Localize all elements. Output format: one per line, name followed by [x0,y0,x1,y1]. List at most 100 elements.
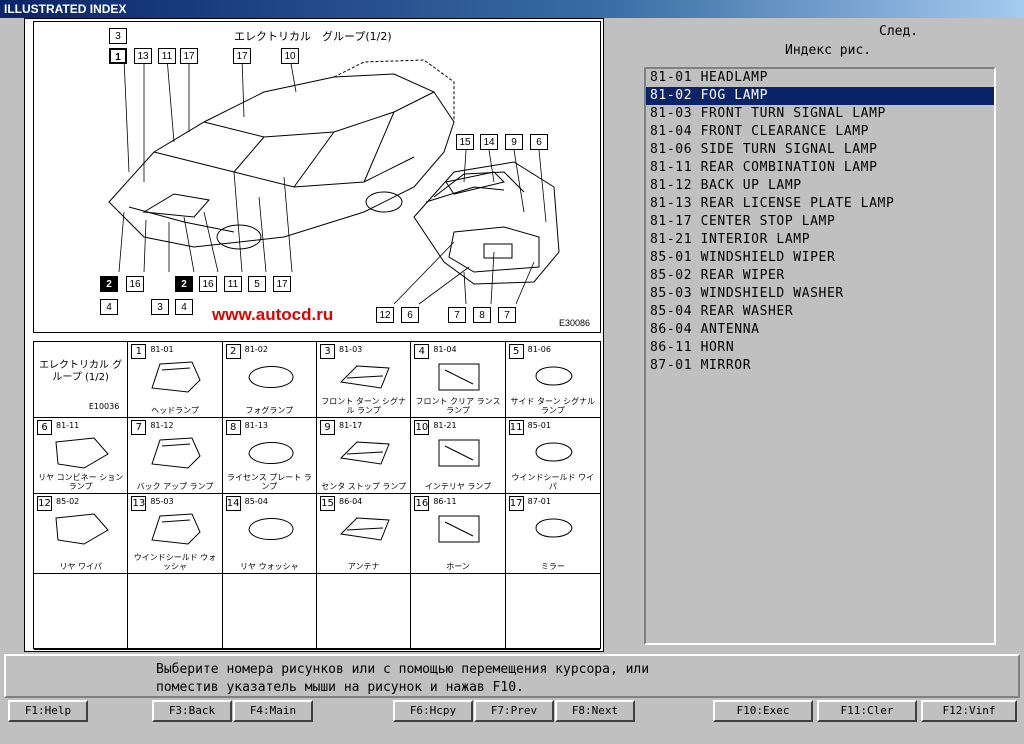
index-list-item[interactable]: 81-04 FRONT CLEARANCE LAMP [646,123,994,141]
callout-tag[interactable]: 7 [498,307,516,323]
part-ref: 85-02 [56,497,80,506]
index-list-item[interactable]: 81-11 REAR COMBINATION LAMP [646,159,994,177]
index-list-item[interactable]: 81-17 CENTER STOP LAMP [646,213,994,231]
index-list-item[interactable]: 86-11 HORN [646,339,994,357]
callout-tag[interactable]: 16 [126,276,144,292]
f6-hardcopy-button[interactable]: F6:Hcpy [393,700,473,722]
index-list-item[interactable]: 81-01 HEADLAMP [646,69,994,87]
part-sketch [55,437,109,469]
part-ref: 81-12 [150,421,174,430]
item-spacer [692,286,700,301]
callout-tag[interactable]: 6 [530,134,548,150]
callout-tag[interactable]: 10 [281,48,299,64]
item-code: 85-02 [650,268,693,283]
part-sketch [151,513,201,545]
f3-back-button[interactable]: F3:Back [152,700,232,722]
callout-tag[interactable]: 5 [248,276,266,292]
item-spacer [692,214,700,229]
callout-tag[interactable]: 13 [134,48,152,64]
index-list-item[interactable]: 85-04 REAR WASHER [646,303,994,321]
index-list-item[interactable]: 86-04 ANTENNA [646,321,994,339]
callout-tag[interactable]: 15 [456,134,474,150]
callout-tag[interactable]: 16 [199,276,217,292]
callout-tag[interactable]: 4 [175,299,193,315]
part-sketch [248,365,294,389]
callout-tag[interactable]: 14 [480,134,498,150]
f7-prev-button[interactable]: F7:Prev [474,700,554,722]
item-code: 85-04 [650,304,693,319]
item-spacer [692,106,700,121]
index-list-item[interactable]: 85-01 WINDSHIELD WIPER [646,249,994,267]
callout-tag[interactable]: 11 [224,276,242,292]
index-list-item[interactable]: 81-06 SIDE TURN SIGNAL LAMP [646,141,994,159]
index-list-item[interactable]: 81-03 FRONT TURN SIGNAL LAMP [646,105,994,123]
car-diagram[interactable]: エレクトリカル グループ(1/2) [33,21,601,333]
item-code: 81-11 [650,160,693,175]
item-spacer [692,250,700,265]
index-list-item[interactable]: 87-01 MIRROR [646,357,994,375]
part-number: 5 [508,344,524,359]
f10-exec-button[interactable]: F10:Exec [713,700,813,722]
index-list-item[interactable]: 81-13 REAR LICENSE PLATE LAMP [646,195,994,213]
callout-tag[interactable]: 2 [175,276,193,292]
group-label: エレクトリカル グループ (1/2) [39,360,123,383]
watermark-text: www.autocd.ru [212,305,334,324]
callout-tag[interactable]: 2 [100,276,118,292]
part-ref: 85-01 [527,421,551,430]
item-spacer [692,232,700,247]
part-ref: 81-01 [150,345,174,354]
callout-tag[interactable]: 17 [233,48,251,64]
callout-tag[interactable]: 3 [109,28,127,44]
callout-tag[interactable]: 3 [151,299,169,315]
callout-tag[interactable]: 17 [273,276,291,292]
f4-main-button[interactable]: F4:Main [233,700,313,722]
callout-tag[interactable]: 11 [158,48,176,64]
part-sketch [151,437,201,469]
empty-cell [222,574,317,650]
part-number: 13 [131,496,147,511]
callout-tag[interactable]: 6 [401,307,419,323]
index-list-item[interactable]: 81-02 FOG LAMP [646,87,994,105]
index-list-item[interactable]: 85-03 WINDSHIELD WASHER [646,285,994,303]
f12-vinf-button[interactable]: F12:Vinf [921,700,1017,722]
callout-tag[interactable]: 8 [473,307,491,323]
callout-tag[interactable]: 12 [376,307,394,323]
index-list-item[interactable]: 81-12 BACK UP LAMP [646,177,994,195]
illustration-panel[interactable]: エレクトリカル グループ(1/2) [24,18,604,652]
index-list-item[interactable]: 81-21 INTERIOR LAMP [646,231,994,249]
callout-tag[interactable]: 1 [109,48,127,64]
f8-next-button[interactable]: F8:Next [555,700,635,722]
empty-cell [505,574,600,650]
message-line-1: Выберите номера рисунков или с помощью п… [156,662,650,677]
part-label: フロント クリア ランス ランプ [415,397,501,415]
callout-tag[interactable]: 7 [448,307,466,323]
f1-help-button[interactable]: F1:Help [8,700,88,722]
part-sketch [535,366,573,386]
callout-tag[interactable]: 4 [100,299,118,315]
callout-tag[interactable]: 9 [505,134,523,150]
f11-clear-button[interactable]: F11:Cler [817,700,917,722]
part-number: 7 [131,420,147,435]
item-code: 81-01 [650,70,693,85]
item-name: FRONT CLEARANCE LAMP [700,124,870,139]
callout-tag[interactable]: 17 [180,48,198,64]
index-list-item[interactable]: 85-02 REAR WIPER [646,267,994,285]
